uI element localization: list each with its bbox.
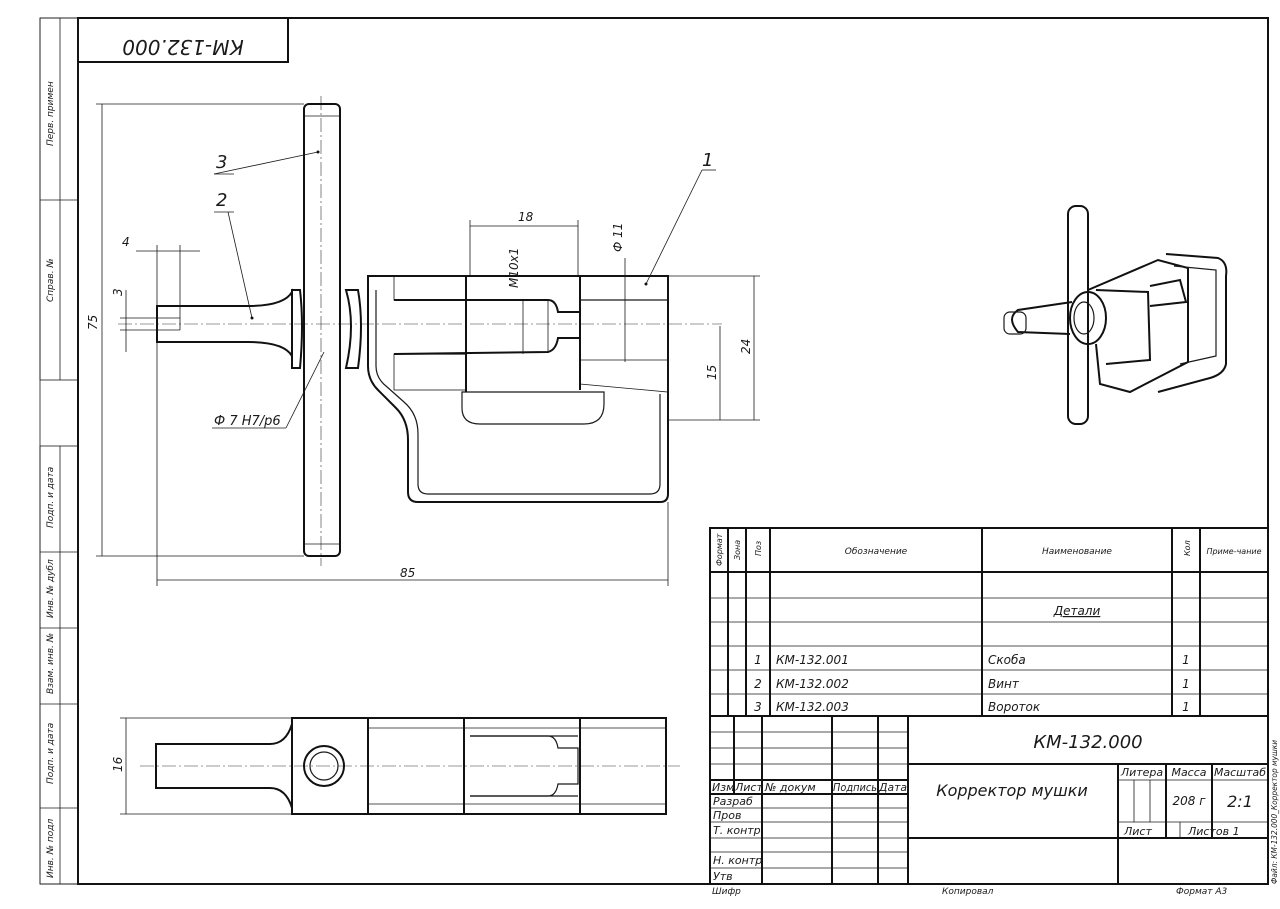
cipher-label: Шифр [712,887,741,897]
spec-row-3-qty: 1 [1182,700,1190,714]
tb-role-nkontr: Н. контр [713,854,762,867]
spec-table: Формат Зона Поз Обозначение Наименование… [709,527,1269,717]
clamp-outline [367,275,669,503]
isometric-view [1003,205,1228,425]
top-view: 16 [111,717,680,815]
tb-mass-label: Масса [1171,766,1206,779]
tb-role-prov: Пров [713,809,741,822]
spec-row-2-designation: КМ-132.002 [776,677,849,691]
callout-2: 2 [216,190,227,211]
handle-hole-outer [303,745,345,787]
tb-sheet-label: Лист [1123,825,1152,838]
spec-row-2-pos: 2 [754,677,762,691]
front-view: 75 85 4 3 18 Ф 11 M10x1 24 15 Ф 7 H7/p6 [86,96,760,586]
strip-label-perv: Перв. примен [46,81,56,146]
tb-doc-title: Корректор мушки [936,781,1088,800]
dim-18: 18 [518,210,534,224]
top-code-box: КМ-132.000 [78,18,289,63]
tb-col-izm: Изм [712,781,734,794]
spec-row-3-name: Вороток [988,700,1041,714]
strip-label-podp1: Подп. и дата [46,467,56,528]
spec-header-pos: Поз [754,541,763,556]
spec-section-title: Детали [1053,604,1101,618]
spec-row-1-pos: 1 [754,653,762,667]
spec-row-2-name: Винт [988,677,1020,691]
tb-role-razrab: Разраб [713,795,753,808]
title-block: Изм Лист № докум Подпись Дата Разраб Про… [709,715,1269,885]
spec-header-note: Приме-чание [1206,547,1261,556]
tb-mass-value: 208 г [1172,794,1206,808]
spec-header-zone: Зона [733,540,742,560]
spec-row-2-qty: 1 [1182,677,1190,691]
dim-85: 85 [400,566,415,580]
dim-24: 24 [739,339,753,354]
strip-label-podp2: Подп. и дата [46,723,56,784]
dim-3: 3 [111,288,125,296]
copied-label: Копировал [942,887,994,897]
strip-label-sprav: Справ. № [46,258,56,302]
tb-doc-code: КМ-132.000 [1033,732,1142,753]
handle-bar [303,103,341,557]
callout-3: 3 [216,152,227,173]
tb-col-signature: Подпись [833,781,877,794]
strip-label-vzam: Взам. инв. № [46,633,56,694]
dim-15: 15 [705,365,719,380]
dim-fit: Ф 7 H7/p6 [214,414,281,429]
spec-row-1-designation: КМ-132.001 [776,653,849,667]
tb-scale-value: 2:1 [1227,792,1253,811]
spec-header-designation: Обозначение [845,547,908,557]
tb-litera-label: Литера [1120,766,1164,779]
mirrored-code: КМ-132.000 [122,35,243,59]
dim-d11: Ф 11 [611,223,625,252]
tb-scale-label: Масштаб [1214,766,1266,779]
dim-4: 4 [122,235,130,249]
left-strip: Перв. примен Справ. № Подп. и дата Инв. … [39,17,79,885]
outer-frame [39,17,1269,885]
inner-frame [77,17,1269,885]
strip-label-dubl: Инв. № дубл [46,559,56,618]
tb-role-tkontr: Т. контр [713,824,761,837]
handle-hole-inner [309,751,339,781]
spec-row-1-qty: 1 [1182,653,1190,667]
spec-row-3-pos: 3 [754,700,762,714]
spec-row-3-designation: КМ-132.003 [776,700,849,714]
dim-m10: M10x1 [507,248,521,288]
format-label: Формат А3 [1176,887,1228,897]
tb-role-utv: Утв [713,870,733,883]
tb-col-docnum: № докум [764,781,816,794]
strip-label-podl: Инв. № подл [46,819,56,878]
side-file-label: Файл: КМ-132.000_Корректор мушки [1270,740,1279,884]
spec-header-qty: Кол [1183,540,1192,556]
spec-header-name: Наименование [1042,547,1112,557]
tb-col-date: Дата [878,781,907,794]
tb-sheets-label: Листов 1 [1187,825,1240,838]
spec-header-format: Формат [715,533,724,566]
callout-1: 1 [702,150,713,171]
tb-col-list: Лист [734,781,763,794]
dim-16: 16 [111,756,125,772]
dim-75: 75 [86,315,100,330]
spec-row-1-name: Скоба [988,653,1026,667]
